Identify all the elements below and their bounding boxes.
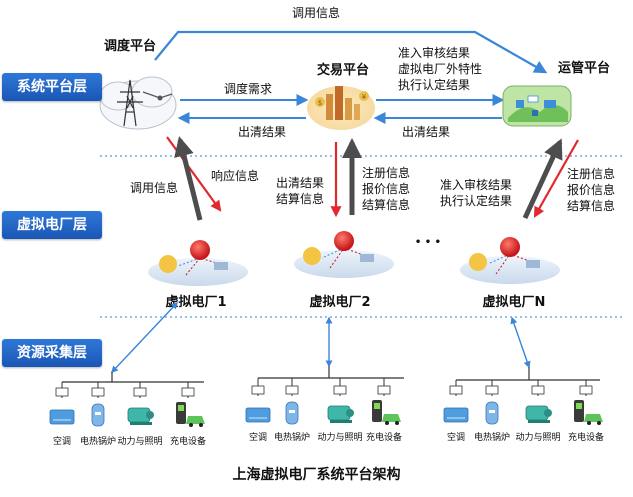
svg-text:¥: ¥ <box>362 93 367 101</box>
vpp-node-2: 虚拟电厂2 <box>294 231 394 310</box>
vpp-core-icon <box>500 237 520 257</box>
label-trade-down-1: 出清结果 <box>276 176 324 190</box>
motor-lighting-icon <box>127 407 154 425</box>
label-trade-to-ops-3: 执行认定结果 <box>398 77 470 92</box>
arrow-response-up <box>174 136 203 221</box>
device-label: 动力与照明 <box>117 435 162 447</box>
dispatch-platform: 调度平台 <box>99 38 177 130</box>
meter-icon <box>91 387 105 397</box>
vpp-label-2: 虚拟电厂2 <box>309 294 370 310</box>
device-label: 电热锅炉 <box>474 431 510 443</box>
motor-lighting-icon <box>327 405 354 423</box>
motor-lighting-icon <box>525 405 552 423</box>
trading-platform-label: 交易平台 <box>317 62 369 78</box>
label-trade-up-3: 结算信息 <box>362 197 410 212</box>
diagram-caption: 上海虚拟电厂系统平台架构 <box>232 467 401 483</box>
meter-icon <box>181 387 195 397</box>
vpp-label-n: 虚拟电厂N <box>483 294 546 310</box>
building-icon <box>214 262 228 270</box>
operation-platform-label: 运管平台 <box>558 60 610 76</box>
vpp-core-icon <box>334 231 354 251</box>
arrow-vppn-resource <box>510 316 531 369</box>
label-dispatch-info-top: 调用信息 <box>292 5 340 20</box>
operation-platform: 运管平台 <box>502 60 610 127</box>
electric-boiler-icon <box>485 401 499 425</box>
label-trade-down-2: 结算信息 <box>276 191 324 206</box>
label-ops-up-2: 报价信息 <box>567 182 615 197</box>
charging-station-icon <box>574 400 603 425</box>
electric-boiler-icon <box>285 401 299 425</box>
label-trade-up-2: 报价信息 <box>362 181 410 196</box>
layer-tag-system: 系统平台层 <box>2 73 102 101</box>
meter-icon <box>55 387 69 397</box>
label-trade-to-ops-2: 虚拟电厂外特性 <box>398 61 482 76</box>
building-icon <box>360 254 374 262</box>
electric-boiler-icon <box>91 403 105 427</box>
landscape-icon <box>508 95 568 122</box>
label-clearing-right: 出清结果 <box>402 125 450 139</box>
device-groups: 空调电热锅炉动力与照明充电设备空调电热锅炉动力与照明充电设备空调电热锅炉动力与照… <box>49 366 604 447</box>
charging-station-icon <box>372 400 401 425</box>
building-icon <box>526 260 540 268</box>
meter-icon <box>377 385 391 395</box>
arrow-ops-down <box>533 139 579 218</box>
vpp-label-1: 虚拟电厂1 <box>165 294 226 310</box>
device-group-3: 空调电热锅炉动力与照明充电设备 <box>443 367 604 443</box>
arrow-dispatch-to-ops-top <box>154 30 548 74</box>
layer-tag-vpp: 虚拟电厂层 <box>2 211 102 239</box>
label-ops-down-2: 执行认定结果 <box>440 193 512 208</box>
device-label: 空调 <box>447 431 465 443</box>
air-conditioner-icon <box>49 409 75 425</box>
svg-text:$: $ <box>318 99 322 107</box>
solar-icon <box>159 255 177 273</box>
device-label: 充电设备 <box>366 431 402 443</box>
vpp-ellipsis: • • • <box>415 237 441 248</box>
meter-icon <box>133 387 147 397</box>
meter-icon <box>333 385 347 395</box>
trading-platform: 交易平台 $ ¥ <box>307 62 375 130</box>
label-trade-up-1: 注册信息 <box>362 165 410 180</box>
vpp-node-1: 虚拟电厂1 <box>148 240 248 310</box>
charging-station-icon <box>176 402 205 427</box>
device-label: 空调 <box>249 431 267 443</box>
device-group-2: 空调电热锅炉动力与照明充电设备 <box>245 366 404 443</box>
air-conditioner-icon <box>245 407 271 423</box>
label-ops-up-3: 结算信息 <box>567 198 615 213</box>
meter-icon <box>285 385 299 395</box>
label-ops-down-1: 准入审核结果 <box>440 177 512 192</box>
meter-icon <box>579 385 593 395</box>
meter-icon <box>531 385 545 395</box>
power-tower-icon <box>117 79 173 127</box>
arrow-ops-up <box>522 138 563 220</box>
label-response-info: 响应信息 <box>211 168 259 183</box>
label-trade-to-ops-1: 准入审核结果 <box>398 45 470 60</box>
arrow-vpp1-resource <box>111 301 178 374</box>
air-conditioner-icon <box>443 407 469 423</box>
device-group-1: 空调电热锅炉动力与照明充电设备 <box>49 372 206 447</box>
city-icon: $ ¥ <box>315 86 369 120</box>
meter-icon <box>485 385 499 395</box>
device-label: 充电设备 <box>170 435 206 447</box>
meter-icon <box>251 385 265 395</box>
label-ops-up-1: 注册信息 <box>567 166 615 181</box>
device-label: 充电设备 <box>568 431 604 443</box>
device-label: 电热锅炉 <box>274 431 310 443</box>
label-clearing-left: 出清结果 <box>238 125 286 139</box>
vpp-core-icon <box>190 240 210 260</box>
device-label: 电热锅炉 <box>80 435 116 447</box>
device-label: 动力与照明 <box>317 431 362 443</box>
layer-tag-resource: 资源采集层 <box>2 339 102 367</box>
solar-icon <box>303 247 321 265</box>
device-label: 空调 <box>53 435 71 447</box>
meter-icon <box>449 385 463 395</box>
solar-icon <box>469 253 487 271</box>
dispatch-platform-label: 调度平台 <box>104 38 156 54</box>
label-dispatch-demand: 调度需求 <box>224 81 272 96</box>
vpp-node-n: 虚拟电厂N <box>460 237 560 310</box>
label-call-info: 调用信息 <box>130 180 178 195</box>
device-label: 动力与照明 <box>515 431 560 443</box>
